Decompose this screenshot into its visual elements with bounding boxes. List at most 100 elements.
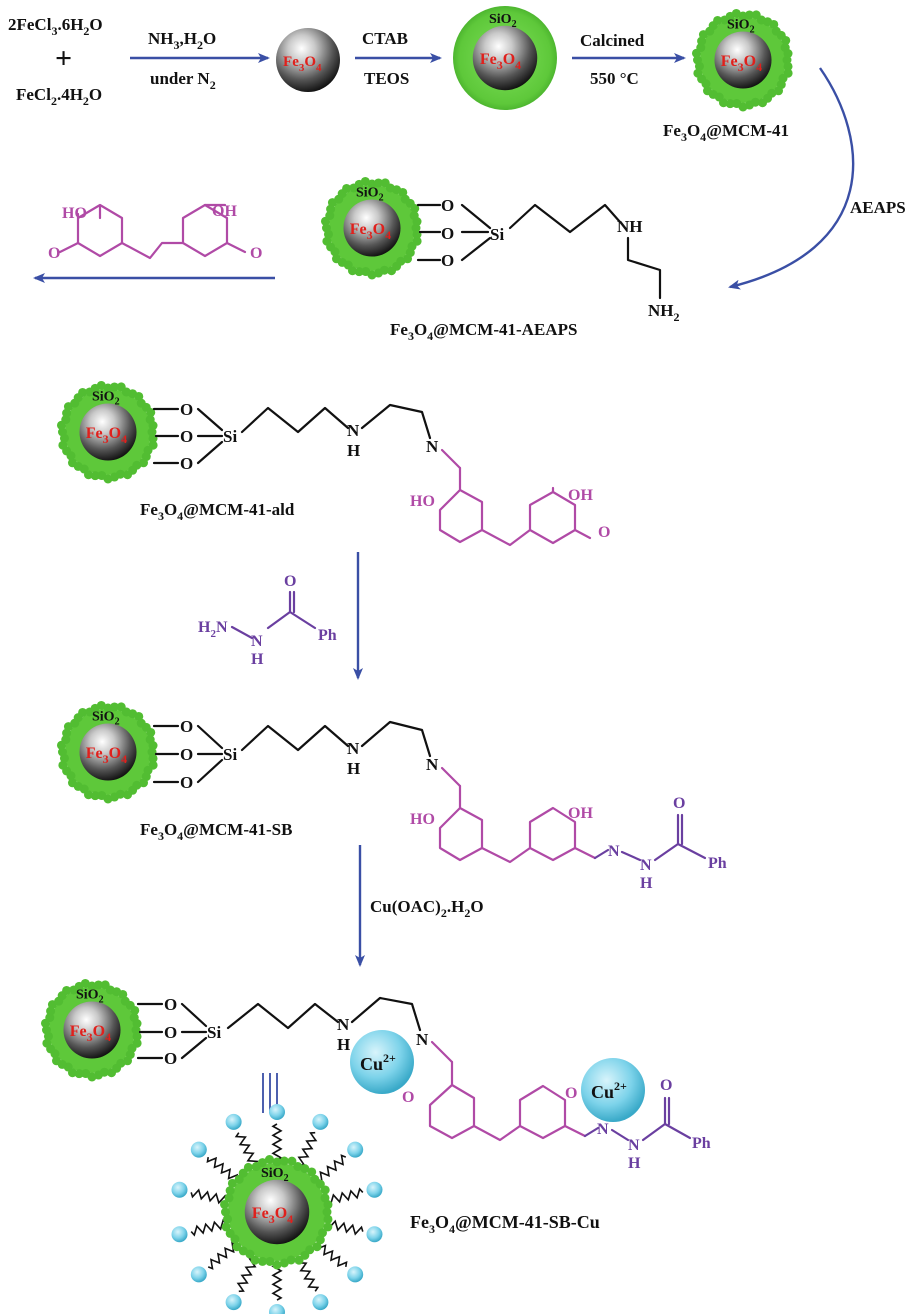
silicon-atom: Si <box>490 225 504 244</box>
polymer-chain <box>271 1123 283 1161</box>
silicon-atom: Si <box>207 1023 221 1042</box>
copper-ball-icon <box>312 1294 329 1311</box>
step1-top-label: NH3,H2O <box>148 29 216 52</box>
functionalized-particle-schematic <box>171 1104 383 1314</box>
polymer-chain <box>190 1218 227 1237</box>
polymer-chain <box>206 1156 239 1180</box>
oxygen-atom: O <box>164 1049 177 1068</box>
fecl2-label: FeCl2.4H2O <box>16 85 102 108</box>
sb-cu-hydrazone: N N H O Ph <box>583 1077 711 1172</box>
step1-arrow: NH3,H2O under N2 <box>130 29 270 92</box>
phenolate-oxygen: O <box>402 1089 414 1106</box>
nitrogen-atom: N <box>347 421 360 440</box>
silicon-atom: Si <box>223 427 237 446</box>
nh-group: NH <box>617 217 643 236</box>
ald-linker: O O O Si N H N <box>152 400 462 473</box>
step1-bottom-label: under N2 <box>150 69 216 92</box>
polymer-chain <box>271 1263 283 1301</box>
fe3o4-core-label: Fe3O4 <box>86 425 127 446</box>
fe3o4-core-label: Fe3O4 <box>350 221 391 242</box>
sb-cu-linker: O O O Si N H N <box>136 995 454 1068</box>
sb-cu-benzylidene: O O <box>402 1060 587 1142</box>
hydroxyl-group: HO <box>410 811 435 828</box>
fe3o4-core-label: Fe3O4 <box>86 745 127 766</box>
aldehyde-oxygen: O <box>598 524 610 541</box>
hydroxyl-group: OH <box>212 203 237 220</box>
sb-hydrazone: N N H O Ph <box>593 795 727 892</box>
product4-label: Fe3O4@MCM-41-SB <box>140 820 292 843</box>
carbonyl-oxygen: O <box>284 573 296 590</box>
aldehyde-oxygen: O <box>250 245 262 262</box>
nitrogen-atom: N <box>426 437 439 456</box>
oxygen-atom: O <box>180 427 193 446</box>
copper-ball-icon <box>171 1226 188 1243</box>
step3-arrow: Calcined 550 °C <box>572 31 686 88</box>
copper-ball-icon <box>347 1266 364 1283</box>
copper-ball-icon <box>190 1141 207 1158</box>
hydrogen-atom: H <box>337 1035 350 1054</box>
copper-ball-icon <box>171 1181 188 1198</box>
fecl3-label: 2FeCl3.6H2O <box>8 15 103 38</box>
polymer-chain <box>317 1154 347 1183</box>
fe3o4-core-label: Fe3O4 <box>721 53 762 74</box>
polymer-chain <box>234 1132 259 1166</box>
oxygen-atom: O <box>180 773 193 792</box>
polymer-chain <box>297 1131 318 1166</box>
hydroxyl-group: OH <box>568 487 593 504</box>
copper-ball-icon <box>366 1226 383 1243</box>
sio2-shell-label: SiO2 <box>356 185 384 203</box>
aeaps-linker: O O O Si NH NH2 <box>416 196 680 324</box>
polymer-chain <box>236 1258 257 1293</box>
hydrogen-atom: H <box>347 759 360 778</box>
step6-label: Cu(OAC)2.H2O <box>370 897 484 920</box>
nitrogen-atom: N <box>347 739 360 758</box>
oxygen-atom: O <box>164 1023 177 1042</box>
mesoporous-silica-shell <box>40 978 142 1082</box>
aeaps-particle: Fe3O4 SiO2 <box>320 176 422 280</box>
sb-benzylidene: HO OH <box>410 784 597 864</box>
copper-ball-icon <box>225 1294 242 1311</box>
nitrogen-atom: N <box>426 755 439 774</box>
fe3o4-mcm41-particle: Fe3O4 SiO2 <box>691 8 793 112</box>
magnetite-core <box>79 723 137 781</box>
polymer-chain <box>327 1187 364 1206</box>
step2-top-label: CTAB <box>362 29 408 48</box>
copper-ion-label: Cu2+ <box>360 1051 396 1074</box>
step3-top-label: Calcined <box>580 31 645 50</box>
magnetite-core <box>276 28 340 92</box>
hydrogen-atom: H <box>251 651 264 668</box>
magnetite-core <box>714 31 772 89</box>
copper-ion-1: Cu2+ <box>350 1030 414 1094</box>
copper-ball-icon <box>312 1113 329 1130</box>
copper-ball-icon <box>366 1181 383 1198</box>
phenolate-oxygen: O <box>565 1085 577 1102</box>
nitrogen-atom: N <box>628 1137 640 1154</box>
magnetite-core <box>472 25 538 91</box>
nitrogen-atom: N <box>640 857 652 874</box>
hydroxyl-group: HO <box>410 493 435 510</box>
oxygen-atom: O <box>180 745 193 764</box>
polymer-chain <box>315 1244 348 1268</box>
sio2-shell-label: SiO2 <box>727 17 755 35</box>
copper-sphere-icon <box>350 1030 414 1094</box>
nitrogen-atom: N <box>597 1121 609 1138</box>
magnetite-core <box>63 1001 121 1059</box>
dialdehyde-reagent: HO OH O O <box>48 203 262 262</box>
fe3o4-core-label: Fe3O4 <box>480 51 521 72</box>
step3-bottom-label: 550 °C <box>590 69 639 88</box>
silicon-atom: Si <box>223 745 237 764</box>
polymer-chain <box>295 1258 320 1292</box>
magnetite-core <box>343 199 401 257</box>
copper-ball-icon <box>190 1266 207 1283</box>
sio2-shell-label: SiO2 <box>76 987 104 1005</box>
plus-sign: + <box>55 42 72 75</box>
h2n-group: H2N <box>198 619 228 640</box>
nh2-group: NH2 <box>648 301 680 324</box>
step2-bottom-label: TEOS <box>364 69 409 88</box>
phenyl-group: Ph <box>318 627 337 644</box>
